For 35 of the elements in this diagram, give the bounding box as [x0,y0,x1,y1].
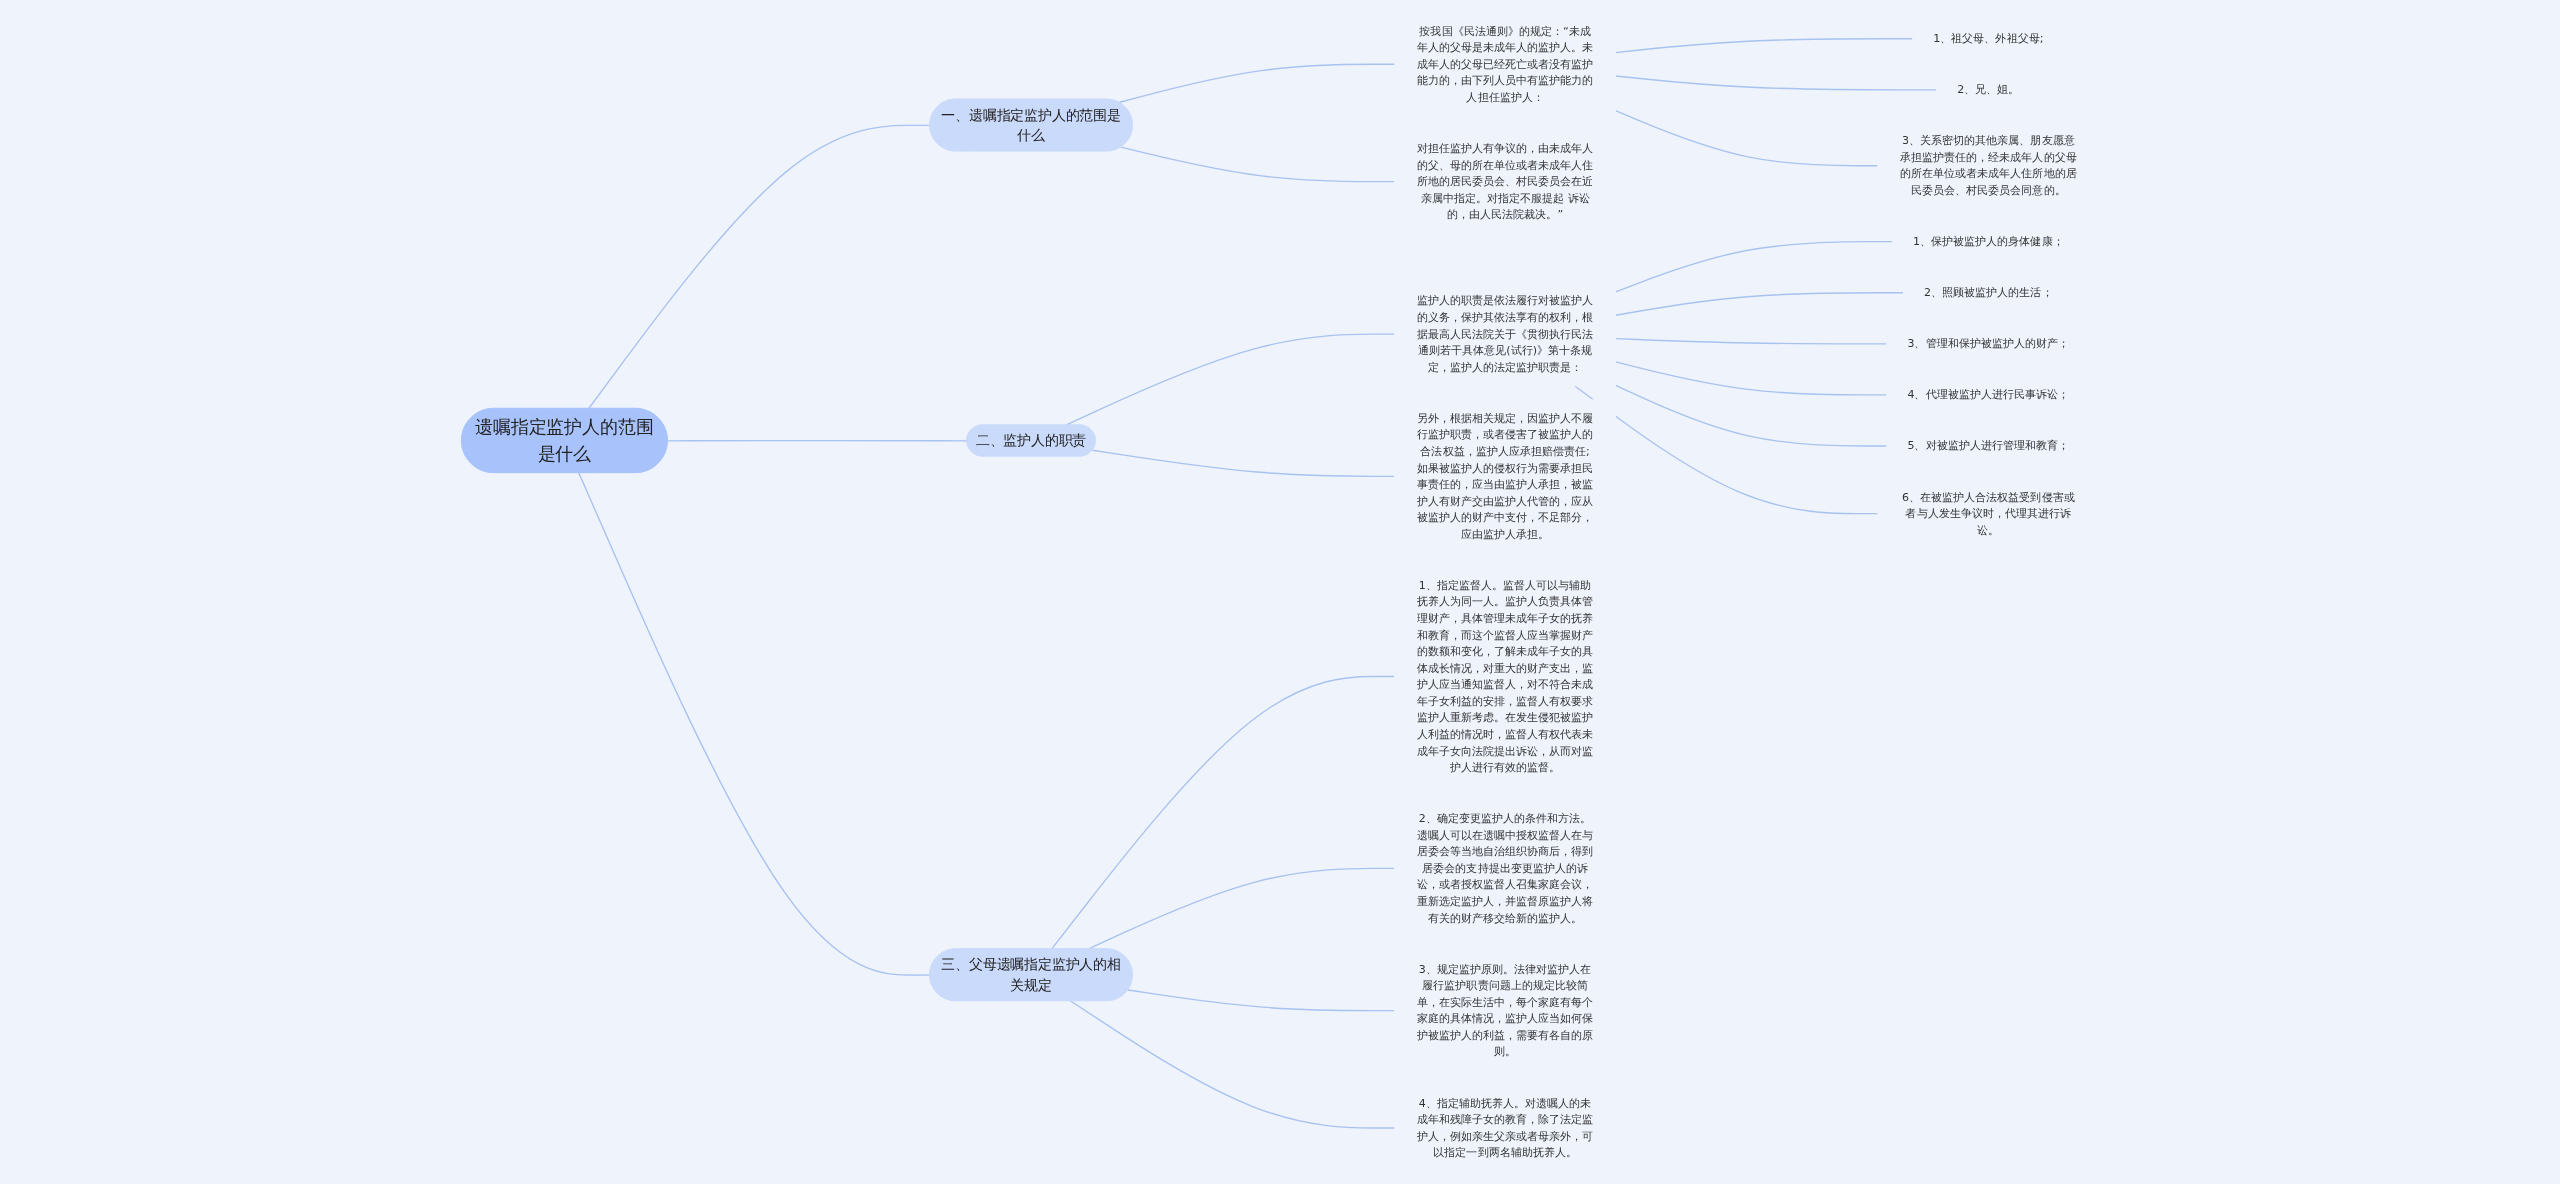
node-text: 4、代理被监护人进行民事诉讼； [1907,388,2069,402]
node-text: 3、规定监护原则。法律对监护人在履行监护职责问题上的规定比较简单，在实际生活中，每个家庭有每个家庭的具体情况，监护人应当如何保护被监护人的利益，需要有各自的原则。 [1416,962,1594,1059]
connector [1574,385,1879,515]
node-text: 1、保护被监护人的身体健康； [1912,234,2064,248]
connector [1614,361,1888,396]
connector [1614,241,1893,293]
connector [1050,675,1396,950]
connector [1118,63,1396,104]
node-text: 3、关系密切的其他亲属、朋友愿意承担监护责任的，经未成年人的父母的所在单位或者未成年人住所地的居民委员会、村民委员会同意的。 [1899,134,2077,197]
connector [1069,1000,1396,1129]
connector [1614,337,1888,345]
connector [587,124,931,410]
node-text: 监护人的职责是依法履行对被监护人的义务，保护其依法享有的权利，根据最高人民法院关于《贯彻执行民法通则若干具体意见(试行)》第十条规定，监护人的法定监护职责是： [1416,294,1594,374]
connector [1120,146,1396,183]
node-text: 另外，根据相关规定，因监护人不履行监护职责，或者侵害了被监护人的合法权益，监护人应承担赔偿责任;如果被监护人的侵权行为需要承担民事责任的，应当由监护人承担，被监护人有财产交由监护人代管的，应从被监护人的财产中支付，不足部分，应由监护人承担。 [1416,411,1594,541]
node-text: 1、指定监督人。监督人可以与辅助抚养人为同一人。监护人负责具体管理财产，具体管理未成年子女的抚养和教育，而这个监督人应当掌握财产的数额和变化，了解未成年子女的具体成长情况，对重大的财产支出，监护人应当通知监督人，对不符合未成年子女利益的安排，监督人有权要求监护人重新考虑。在发生侵犯被监护人利益的情况时，监督人有权代表未成年子女向法院提出诉讼，从而对监护人进行有效的监督。 [1416,578,1594,774]
connector [1614,292,1904,316]
connector [578,472,931,976]
node-text: 6、在被监护人合法权益受到侵害或者与人发生争议时，代理其进行诉讼。 [1901,490,2075,537]
node-text: 3、管理和保护被监护人的财产； [1907,336,2069,351]
node-text: 2、兄、姐。 [1957,82,2020,97]
connector [1614,38,1914,54]
connector [1614,75,1937,91]
node-text: 按我国《民法通则》的规定：“未成年人的父母是未成年人的监护人。未成年人的父母已经死亡或者没有监护能力的，由下列人员中有监护能力的人担任监护人： [1416,24,1594,104]
connector [1127,989,1396,1012]
connector [1614,110,1879,167]
connector [666,439,968,442]
connector [1091,449,1396,478]
node-text: 对担任监护人有争议的，由未成年人的父、母的所在单位或者未成年人住所地的居民委员会、村民委员会在近亲属中指定。对指定不服提起 诉讼的，由人民法院裁决。” [1416,141,1594,221]
node-text: 1、祖父母、外祖父母; [1933,31,2044,45]
connector [1614,384,1888,447]
node-text: 2、确定变更监护人的条件和方法。遗嘱人可以在遗嘱中授权监督人在与居委会等当地自治组织协商后，得到居委会的支持提出变更监护人的诉讼，或者授权监督人召集家庭会议，重新选定监护人，并监督原监护人将有关的财产移交给新的监护人。 [1416,811,1594,925]
node-text: 5、对被监护人进行管理和教育； [1907,439,2069,453]
node-text: 4、指定辅助抚养人。对遗嘱人的未成年和残障子女的教育，除了法定监护人，例如亲生父亲或者母亲外，可以指定一到两名辅助抚养人。 [1416,1096,1594,1160]
node-text: 2、照顾被监护人的生活； [1923,285,2053,299]
